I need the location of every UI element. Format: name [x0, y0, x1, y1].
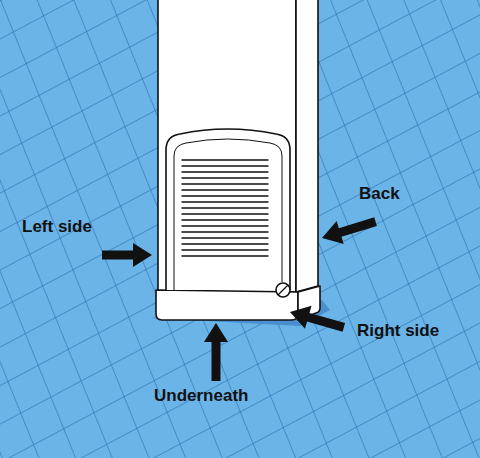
- vent-slat: [182, 183, 268, 184]
- appliance: [150, 0, 330, 326]
- direction-label: Back: [359, 184, 400, 204]
- vent-slat: [182, 255, 268, 256]
- vent-slat: [182, 219, 268, 220]
- direction-label: Right side: [357, 321, 439, 341]
- right-arrow: [287, 300, 347, 339]
- direction-label: Underneath: [154, 386, 248, 406]
- grille-vents: [182, 160, 268, 256]
- vent-slat: [182, 249, 268, 250]
- vent-slat: [182, 159, 268, 160]
- left-arrow: [102, 243, 152, 267]
- vent-slat: [182, 201, 268, 202]
- back-arrow: [318, 210, 379, 249]
- vent-slat: [182, 165, 268, 166]
- vent-slat: [182, 171, 268, 172]
- vent-slat: [182, 177, 268, 178]
- vent-slat: [182, 231, 268, 232]
- direction-label: Left side: [22, 217, 92, 237]
- underneath-arrow: [204, 323, 228, 381]
- vent-slat: [182, 213, 268, 214]
- vent-slat: [182, 195, 268, 196]
- vent-slat: [182, 225, 268, 226]
- direction-arrows: [102, 210, 379, 381]
- vent-slat: [182, 237, 268, 238]
- vent-slat: [182, 243, 268, 244]
- vent-slat: [182, 189, 268, 190]
- vent-slat: [182, 207, 268, 208]
